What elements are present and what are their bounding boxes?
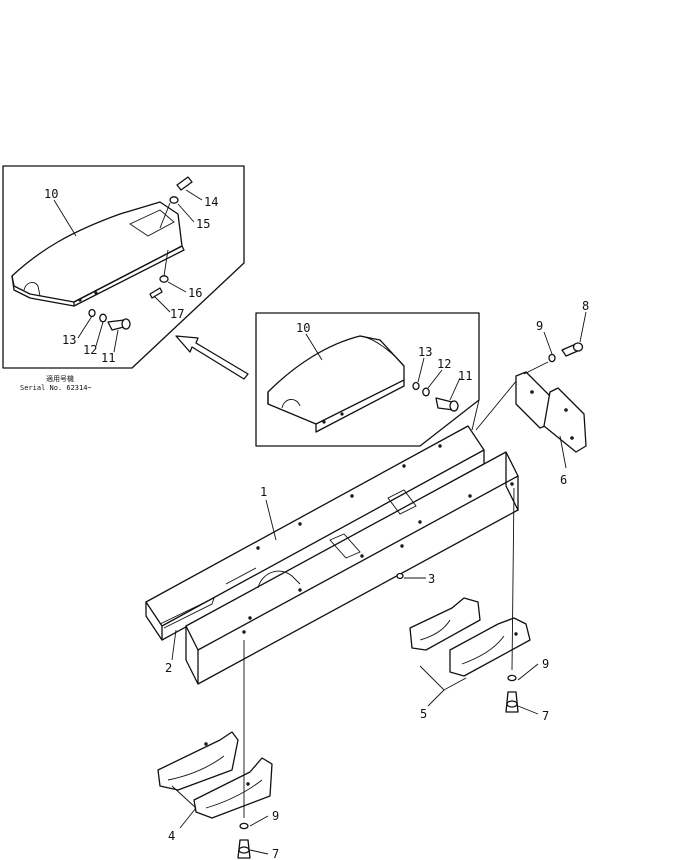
callout-labels: 10 14 15 16 17 13 12 11 10 13 12 11 9 8 …: [44, 187, 589, 860]
callout-2: 2: [165, 661, 172, 675]
callout-9-top: 9: [536, 319, 543, 333]
serial-note-number: Serial No. 62314~: [20, 384, 92, 392]
guard-pair-4: [157, 640, 273, 859]
callout-13-main: 13: [418, 345, 432, 359]
bracket-pair-6: [515, 342, 587, 453]
callout-10-inset: 10: [44, 187, 58, 201]
guard-pair-5: [409, 487, 531, 713]
callout-leaders: [53, 189, 587, 855]
callout-6: 6: [560, 473, 567, 487]
callout-17: 17: [170, 307, 184, 321]
callout-3: 3: [428, 572, 435, 586]
callout-12-inset: 12: [83, 343, 97, 357]
callout-12-main: 12: [437, 357, 451, 371]
callout-5: 5: [420, 707, 427, 721]
callout-9-right: 9: [542, 657, 549, 671]
callout-7-right: 7: [542, 709, 549, 723]
inset-panel-cover: [255, 312, 480, 447]
callout-15: 15: [196, 217, 210, 231]
callout-13-inset: 13: [62, 333, 76, 347]
callout-7-bottom: 7: [272, 847, 279, 860]
callout-9-bottom: 9: [272, 809, 279, 823]
serial-note-applicability: 適用号機: [46, 374, 74, 383]
frame-to-cover-leader: [471, 399, 480, 431]
inset-panel-serial-variant: [2, 165, 245, 369]
serial-note: 適用号機 Serial No. 62314~: [20, 374, 92, 392]
callout-11-main: 11: [458, 369, 472, 383]
callout-14: 14: [204, 195, 218, 209]
callout-16: 16: [188, 286, 202, 300]
reference-arrow: [175, 335, 249, 380]
callout-8: 8: [582, 299, 589, 313]
callout-4: 4: [168, 829, 175, 843]
frame-to-bracket-leader: [475, 373, 523, 431]
callout-10-main: 10: [296, 321, 310, 335]
callout-1: 1: [260, 485, 267, 499]
callout-11-inset: 11: [101, 351, 115, 365]
track-frame-assembly: [145, 425, 519, 685]
